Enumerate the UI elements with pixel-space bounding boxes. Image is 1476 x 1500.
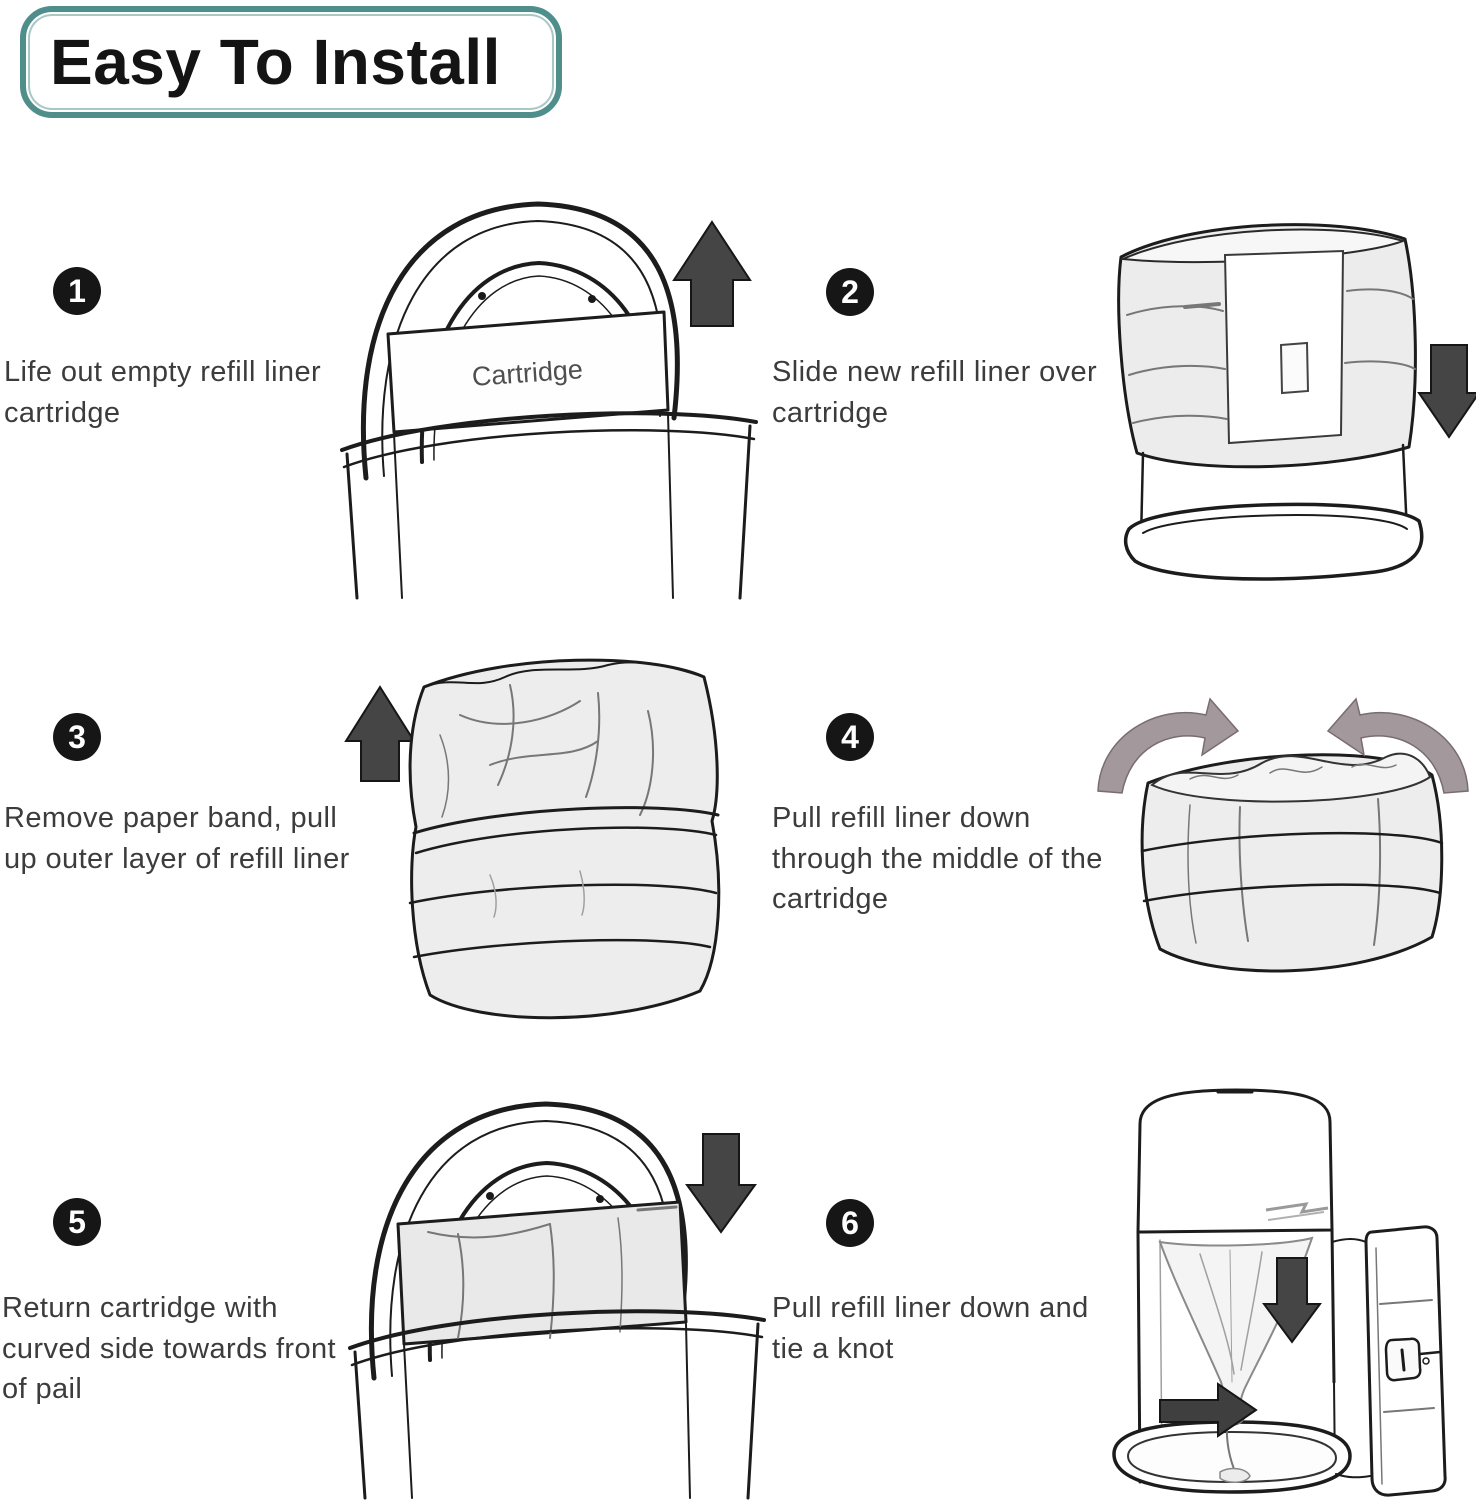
step-3-badge: 3	[53, 713, 101, 761]
step-5-illustration	[338, 1082, 768, 1500]
right-arrow-icon	[1159, 1382, 1258, 1438]
step-6-illustration	[1080, 1082, 1476, 1500]
curved-arrow-icon	[1326, 697, 1469, 794]
lined-cartridge-shape	[396, 1200, 688, 1346]
step-2-illustration	[1085, 195, 1476, 585]
down-arrow-icon	[1262, 1257, 1322, 1344]
step-4-caption: Pull refill liner down through the middl…	[772, 802, 1103, 916]
curved-arrow-icon	[1097, 697, 1240, 794]
brand-logo-mark	[1265, 1202, 1329, 1214]
up-arrow-icon	[672, 220, 752, 327]
step-3-illustration	[340, 645, 740, 1045]
page-title: Easy To Install	[50, 26, 501, 98]
step-2-caption: Slide new refill liner over cartridge	[772, 356, 1098, 429]
step-1-badge: 1	[53, 267, 101, 315]
step-3-caption: Remove paper band, pull up outer layer o…	[4, 802, 350, 875]
down-arrow-icon	[1417, 344, 1476, 439]
step-4-illustration	[1090, 695, 1476, 1025]
title-banner: Easy To Install	[20, 6, 562, 118]
cartridge-shape	[386, 310, 670, 434]
step-4-badge: 4	[826, 713, 874, 761]
step-6-badge: 6	[826, 1199, 874, 1247]
pail-lid-shape	[1136, 1088, 1334, 1234]
up-arrow-icon	[344, 685, 416, 782]
step-2-badge: 2	[826, 268, 874, 316]
down-arrow-icon	[685, 1133, 757, 1234]
liner-funnel-shape	[1158, 1236, 1314, 1426]
step-5-caption: Return cartridge with curved side toward…	[2, 1292, 336, 1406]
pail-base-shape	[1123, 502, 1424, 581]
step-6-caption: Pull refill liner down and tie a knot	[772, 1292, 1089, 1365]
step-1-illustration: Cartridge	[330, 180, 760, 600]
step-5-badge: 5	[53, 1198, 101, 1246]
step-1-caption: Life out empty refill liner cartridge	[4, 356, 322, 429]
refill-liner-shape	[1140, 753, 1444, 973]
refill-liner-bundle-shape	[408, 658, 721, 1020]
